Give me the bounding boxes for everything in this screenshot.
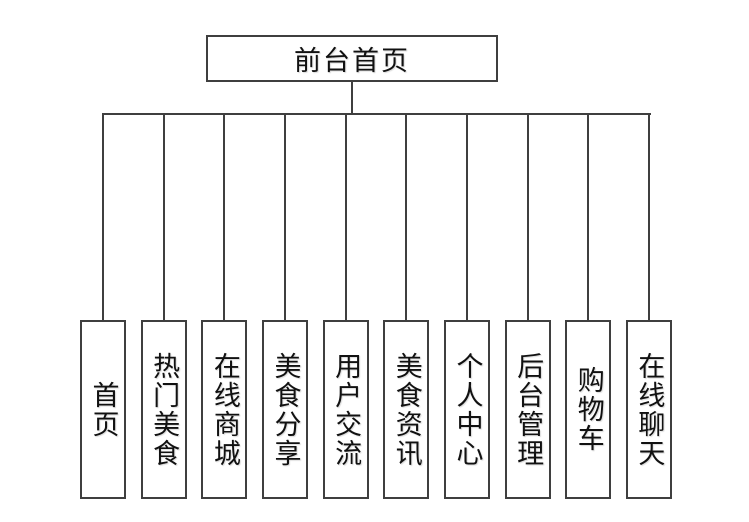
node-label: 后台管理 [513, 351, 544, 468]
node-box: 后台管理 [504, 320, 551, 499]
node-box: 用户交流 [322, 320, 369, 499]
node-food-share: 美食分享 [261, 115, 308, 499]
drop-connector-line [647, 115, 650, 320]
drop-connector-line [223, 115, 226, 320]
node-label: 首页 [88, 380, 119, 439]
node-box: 美食资讯 [383, 320, 430, 499]
node-personal-center: 个人中心 [443, 115, 490, 499]
root-stem-connector-line [351, 82, 353, 113]
horizontal-bus-connector-line [102, 113, 651, 115]
node-box: 个人中心 [443, 320, 490, 499]
node-label: 购物车 [573, 366, 604, 453]
node-hot-food: 热门美食 [140, 115, 187, 499]
drop-connector-line [587, 115, 590, 320]
node-label: 用户交流 [331, 351, 362, 468]
drop-connector-line [526, 115, 529, 320]
node-box: 首页 [80, 320, 126, 499]
node-label: 美食资讯 [391, 351, 422, 468]
root-node-label: 前台首页 [294, 46, 410, 76]
node-box: 美食分享 [261, 320, 308, 499]
node-box: 购物车 [565, 320, 612, 499]
node-label: 热门美食 [149, 351, 180, 468]
drop-connector-line [162, 115, 165, 320]
drop-connector-line [344, 115, 347, 320]
node-food-news: 美食资讯 [383, 115, 430, 499]
drop-connector-line [283, 115, 286, 320]
node-label: 个人中心 [452, 351, 483, 468]
node-label: 在线商城 [209, 351, 240, 468]
node-online-mall: 在线商城 [201, 115, 248, 499]
node-user-exchange: 用户交流 [322, 115, 369, 499]
node-label: 在线聊天 [634, 351, 665, 468]
node-online-chat: 在线聊天 [625, 115, 672, 499]
node-shopping-cart: 购物车 [565, 115, 612, 499]
drop-connector-line [405, 115, 408, 320]
drop-connector-line [102, 115, 104, 320]
node-box: 在线聊天 [625, 320, 672, 499]
drop-connector-line [465, 115, 468, 320]
child-nodes-row: 首页 热门美食 在线商城 美食分享 用户交流 [80, 115, 672, 499]
node-home: 首页 [80, 115, 126, 499]
node-box: 热门美食 [140, 320, 187, 499]
node-backend-admin: 后台管理 [504, 115, 551, 499]
node-box: 在线商城 [201, 320, 248, 499]
root-node-front-home: 前台首页 [206, 35, 498, 82]
node-label: 美食分享 [270, 351, 301, 468]
